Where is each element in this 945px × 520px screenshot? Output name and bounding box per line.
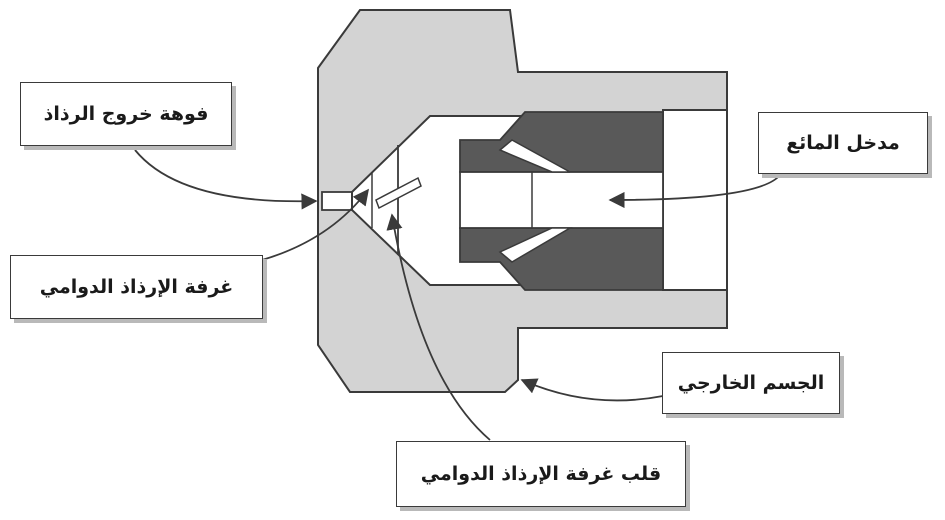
swirl-core-insert (375, 176, 422, 210)
swirl-slot-lower (498, 227, 573, 263)
exit-orifice (321, 191, 353, 211)
exit-orifice-leader (134, 149, 318, 210)
swirl-chamber-leader (261, 188, 369, 261)
label-outer-body: الجسم الخارجي (662, 352, 840, 414)
label-liquid-inlet: مدخل المائع (758, 112, 928, 174)
label-swirl-chamber: غرفة الإرذاذ الدوامي (10, 255, 263, 319)
outer-body-leader (520, 378, 664, 402)
label-swirl-chamber-core: قلب غرفة الإرذاذ الدوامي (396, 441, 686, 507)
swirl-core-leader (386, 213, 491, 441)
inlet-bore (662, 109, 728, 291)
swirl-slot-upper (498, 139, 571, 173)
label-nozzle-exit-orifice: فوهة خروج الرذاذ (20, 82, 232, 146)
liquid-inlet-leader (608, 174, 781, 209)
